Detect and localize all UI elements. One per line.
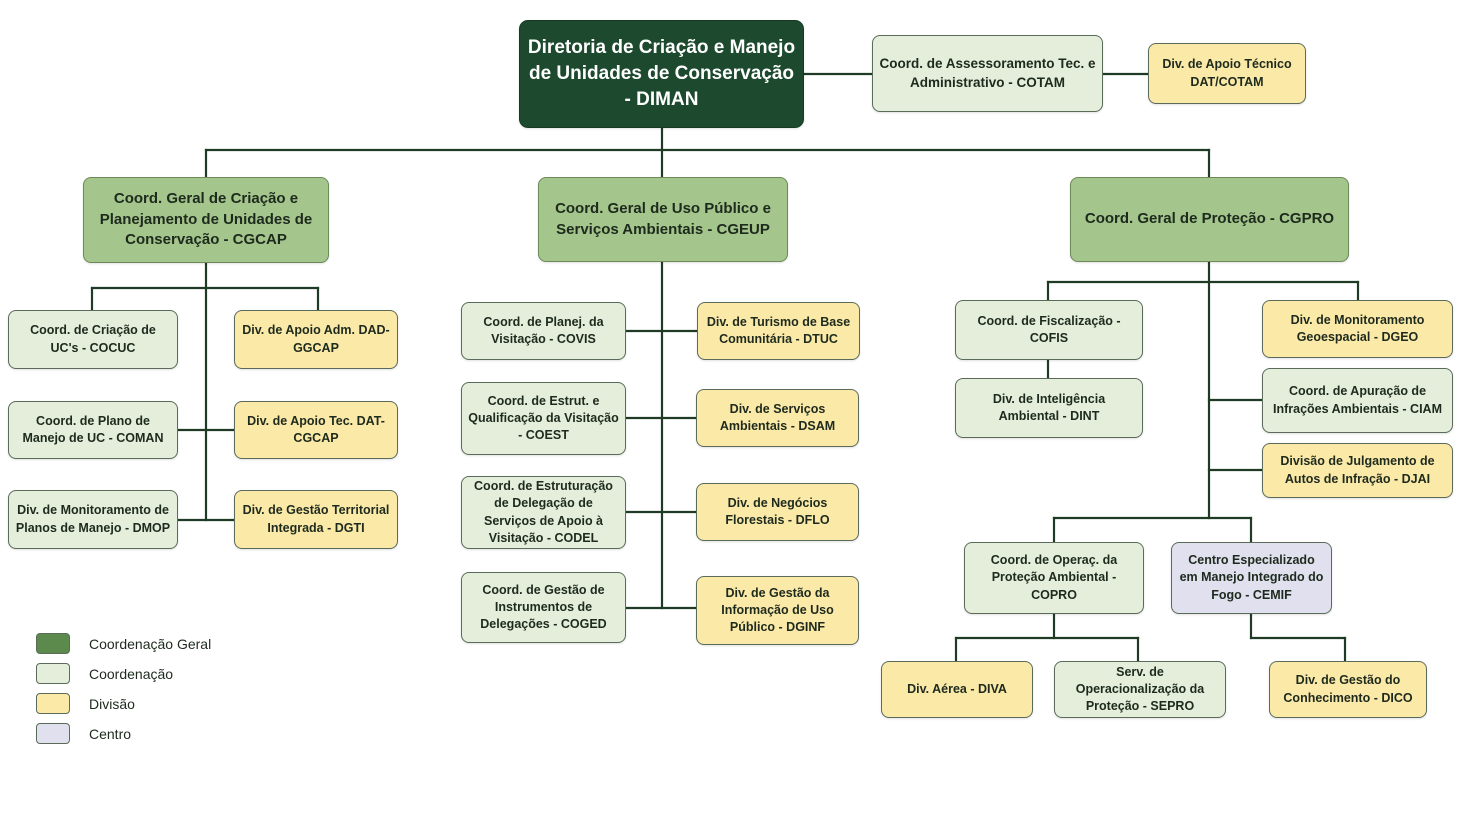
node-cofis-label: Coord. de Fiscalização - COFIS [977, 313, 1121, 345]
node-dgti: Div. de Gestão Territorial Integrada - D… [234, 490, 398, 549]
node-ciam-label: Coord. de Apuração de Infrações Ambienta… [1272, 384, 1442, 416]
legend-item-divisao: Divisão [36, 693, 135, 714]
node-codel-label: Coord. de Estruturação de Delegação de S… [474, 479, 613, 545]
legend-swatch-coord [36, 663, 70, 684]
node-cotam-label: Coord. de Assessoramento Tec. e Administ… [879, 55, 1096, 90]
node-ciam: Coord. de Apuração de Infrações Ambienta… [1262, 368, 1453, 433]
node-dmop-label: Div. de Monitoramento de Planos de Manej… [15, 503, 171, 535]
node-cgeup-label: Coord. Geral de Uso Público e Serviços A… [555, 199, 771, 238]
node-dgeo: Div. de Monitoramento Geoespacial - DGEO [1262, 300, 1453, 358]
node-cotam: Coord. de Assessoramento Tec. e Administ… [872, 35, 1103, 112]
node-coest-label: Coord. de Estrut. e Qualificação da Visi… [468, 393, 619, 443]
node-diva-label: Div. Aérea - DIVA [907, 681, 1007, 696]
node-dico-label: Div. de Gestão do Conhecimento - DICO [1283, 673, 1413, 705]
legend-label: Coordenação [89, 665, 174, 682]
legend-item-centro: Centro [36, 723, 131, 744]
node-dtuc-label: Div. de Turismo de Base Comunitária - DT… [706, 314, 851, 346]
node-coman-label: Coord. de Plano de Manejo de UC - COMAN [22, 413, 164, 445]
node-sepro-label: Serv. de Operacionalização da Proteção -… [1075, 664, 1205, 714]
node-dflo-label: Div. de Negócios Florestais - DFLO [725, 495, 830, 527]
node-sepro: Serv. de Operacionalização da Proteção -… [1054, 661, 1226, 718]
node-cocuc-label: Coord. de Criação de UC's - COCUC [30, 323, 156, 355]
node-dginf: Div. de Gestão da Informação de Uso Públ… [696, 576, 859, 645]
node-dat-cotam: Div. de Apoio Técnico DAT/COTAM [1148, 43, 1306, 104]
node-coest: Coord. de Estrut. e Qualificação da Visi… [461, 382, 626, 455]
legend-label: Divisão [89, 695, 135, 712]
node-cgcap: Coord. Geral de Criação e Planejamento d… [83, 177, 329, 263]
node-cofis: Coord. de Fiscalização - COFIS [955, 300, 1143, 360]
node-codel: Coord. de Estruturação de Delegação de S… [461, 476, 626, 549]
node-dgti-label: Div. de Gestão Territorial Integrada - D… [242, 503, 390, 535]
node-diman: Diretoria de Criação e Manejo de Unidade… [519, 20, 804, 128]
node-coged-label: Coord. de Gestão de Instrumentos de Dele… [480, 582, 607, 632]
node-coman: Coord. de Plano de Manejo de UC - COMAN [8, 401, 178, 459]
node-dtuc: Div. de Turismo de Base Comunitária - DT… [697, 302, 860, 360]
node-dat-cgcap: Div. de Apoio Tec. DAT-CGCAP [234, 401, 398, 459]
node-dginf-label: Div. de Gestão da Informação de Uso Públ… [721, 585, 834, 635]
node-cocuc: Coord. de Criação de UC's - COCUC [8, 310, 178, 369]
node-djai-label: Divisão de Julgamento de Autos de Infraç… [1280, 454, 1435, 486]
node-dat-cgcap-label: Div. de Apoio Tec. DAT-CGCAP [247, 413, 385, 445]
node-dat-cotam-label: Div. de Apoio Técnico DAT/COTAM [1162, 57, 1292, 89]
legend-swatch-centro [36, 723, 70, 744]
legend-item-coordenacao-geral: Coordenação Geral [36, 633, 211, 654]
node-covis-label: Coord. de Planej. da Visitação - COVIS [483, 314, 604, 346]
node-dint-label: Div. de Inteligência Ambiental - DINT [992, 391, 1106, 423]
legend-swatch-div [36, 693, 70, 714]
node-cgcap-label: Coord. Geral de Criação e Planejamento d… [99, 189, 313, 249]
node-diva: Div. Aérea - DIVA [881, 661, 1033, 718]
node-cgeup: Coord. Geral de Uso Público e Serviços A… [538, 177, 788, 262]
node-dsam: Div. de Serviços Ambientais - DSAM [696, 389, 859, 447]
node-dsam-label: Div. de Serviços Ambientais - DSAM [719, 401, 836, 433]
node-covis: Coord. de Planej. da Visitação - COVIS [461, 302, 626, 360]
node-diman-label: Diretoria de Criação e Manejo de Unidade… [527, 36, 796, 111]
node-cemif-label: Centro Especializado em Manejo Integrado… [1179, 553, 1324, 602]
node-djai: Divisão de Julgamento de Autos de Infraç… [1262, 443, 1453, 498]
legend-label: Centro [89, 725, 132, 742]
legend-label: Coordenação Geral [89, 635, 212, 652]
node-copro-label: Coord. de Operaç. da Proteção Ambiental … [990, 553, 1118, 602]
node-dad-ggcap: Div. de Apoio Adm. DAD-GGCAP [234, 310, 398, 369]
node-cemif: Centro Especializado em Manejo Integrado… [1171, 542, 1332, 614]
node-dico: Div. de Gestão do Conhecimento - DICO [1269, 661, 1427, 718]
node-coged: Coord. de Gestão de Instrumentos de Dele… [461, 572, 626, 643]
legend-item-coordenacao: Coordenação [36, 663, 173, 684]
node-dint: Div. de Inteligência Ambiental - DINT [955, 378, 1143, 438]
node-cgpro: Coord. Geral de Proteção - CGPRO [1070, 177, 1349, 262]
node-dgeo-label: Div. de Monitoramento Geoespacial - DGEO [1290, 312, 1425, 344]
legend-swatch-geral [36, 633, 70, 654]
node-dflo: Div. de Negócios Florestais - DFLO [696, 483, 859, 541]
node-copro: Coord. de Operaç. da Proteção Ambiental … [964, 542, 1144, 614]
node-cgpro-label: Coord. Geral de Proteção - CGPRO [1084, 210, 1335, 228]
node-dmop: Div. de Monitoramento de Planos de Manej… [8, 490, 178, 549]
node-dad-ggcap-label: Div. de Apoio Adm. DAD-GGCAP [242, 323, 390, 355]
